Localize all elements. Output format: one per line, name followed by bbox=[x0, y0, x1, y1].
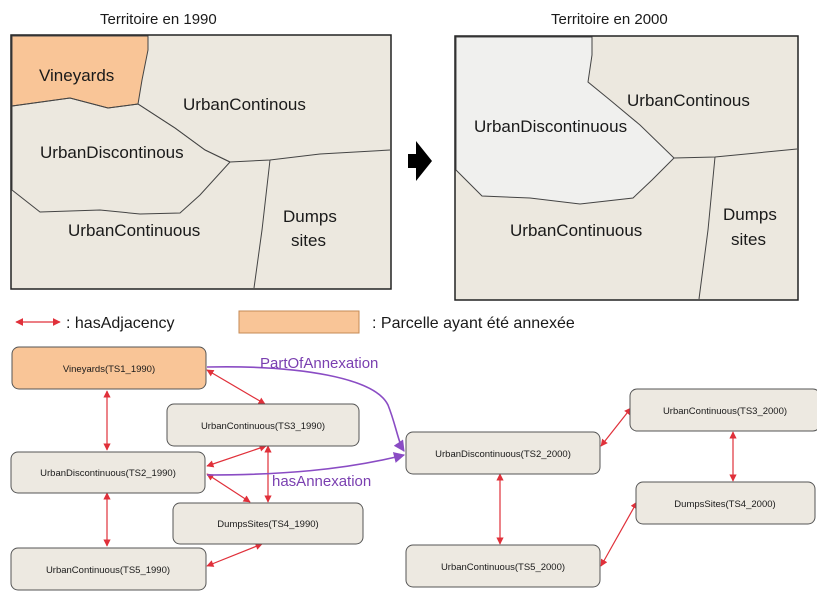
node-ts1-1990[interactable]: Vineyards(TS1_1990) bbox=[11, 346, 207, 390]
label-dumps-2000: Dumps bbox=[723, 205, 777, 224]
node-ts4-1990-label: DumpsSites(TS4_1990) bbox=[217, 519, 318, 530]
edge-ts1-ts3-1990 bbox=[206, 369, 266, 405]
transition-arrow-icon bbox=[408, 141, 432, 181]
edge-ts2-ts3-1990 bbox=[206, 444, 267, 468]
node-ts4-2000[interactable]: DumpsSites(TS4_2000) bbox=[635, 481, 816, 525]
label-urban-continous-1990: UrbanContinous bbox=[183, 95, 306, 114]
part-of-annexation-label: PartOfAnnexation bbox=[260, 355, 378, 372]
urban-discontinuous-parcel-2000 bbox=[455, 36, 675, 205]
node-ts1-1990-label: Vineyards(TS1_1990) bbox=[63, 364, 155, 375]
node-ts5-1990-label: UrbanContinuous(TS5_1990) bbox=[46, 565, 170, 576]
legend: : hasAdjacency : Parcelle ayant été anne… bbox=[15, 310, 575, 334]
edge-ts2-ts3-2000 bbox=[600, 407, 632, 447]
map-1990: Vineyards UrbanContinous UrbanDiscontino… bbox=[10, 34, 392, 290]
graph: PartOfAnnexation hasAnnexation Vineyards… bbox=[10, 346, 817, 591]
parcel-border bbox=[698, 156, 716, 300]
node-ts5-1990[interactable]: UrbanContinuous(TS5_1990) bbox=[10, 547, 207, 591]
parcel-border bbox=[253, 159, 271, 289]
node-ts4-2000-label: DumpsSites(TS4_2000) bbox=[674, 499, 775, 510]
node-ts5-2000-label: UrbanContinuous(TS5_2000) bbox=[441, 562, 565, 573]
label-urban-continuous-1990: UrbanContinuous bbox=[68, 221, 200, 240]
label-sites-2000: sites bbox=[731, 230, 766, 249]
label-urban-discontinous-1990: UrbanDiscontinous bbox=[40, 143, 184, 162]
node-ts2-1990-label: UrbanDiscontinuous(TS2_1990) bbox=[40, 468, 176, 479]
edge-ts2-ts4-1990 bbox=[206, 473, 251, 503]
has-annexation-label: hasAnnexation bbox=[272, 473, 371, 490]
node-ts2-2000-label: UrbanDiscontinuous(TS2_2000) bbox=[435, 449, 571, 460]
legend-annexed-label: : Parcelle ayant été annexée bbox=[372, 315, 575, 332]
node-ts3-2000-label: UrbanContinuous(TS3_2000) bbox=[663, 406, 787, 417]
map-2000: UrbanContinous UrbanDiscontinuous UrbanC… bbox=[454, 35, 799, 301]
annexed-swatch bbox=[238, 310, 360, 334]
label-urban-continuous-2000: UrbanContinuous bbox=[510, 221, 642, 240]
node-ts5-2000[interactable]: UrbanContinuous(TS5_2000) bbox=[405, 544, 601, 588]
node-ts3-1990-label: UrbanContinuous(TS3_1990) bbox=[201, 421, 325, 432]
parcel-border bbox=[229, 149, 391, 163]
legend-adjacency-label: : hasAdjacency bbox=[66, 315, 175, 332]
node-ts3-2000[interactable]: UrbanContinuous(TS3_2000) bbox=[629, 388, 817, 432]
node-ts3-1990[interactable]: UrbanContinuous(TS3_1990) bbox=[166, 403, 360, 447]
edge-ts5-ts4-2000 bbox=[600, 501, 638, 567]
edge-part-of-annexation bbox=[206, 365, 405, 452]
parcel-border bbox=[137, 103, 231, 163]
label-dumps-1990: Dumps bbox=[283, 207, 337, 226]
label-urban-continous-2000: UrbanContinous bbox=[627, 91, 750, 110]
edge-has-annexation bbox=[206, 452, 406, 476]
node-ts2-2000[interactable]: UrbanDiscontinuous(TS2_2000) bbox=[405, 431, 601, 475]
edge-ts5-ts4-1990 bbox=[206, 543, 263, 567]
label-urban-discontinuous-2000: UrbanDiscontinuous bbox=[474, 117, 627, 136]
title-2000: Territoire en 2000 bbox=[551, 11, 668, 28]
node-ts2-1990[interactable]: UrbanDiscontinuous(TS2_1990) bbox=[10, 451, 206, 494]
urban-discontinous-parcel bbox=[11, 97, 231, 215]
label-sites-1990: sites bbox=[291, 231, 326, 250]
node-ts4-1990[interactable]: DumpsSites(TS4_1990) bbox=[172, 502, 364, 545]
title-1990: Territoire en 1990 bbox=[100, 11, 217, 28]
label-vineyards: Vineyards bbox=[39, 66, 114, 85]
